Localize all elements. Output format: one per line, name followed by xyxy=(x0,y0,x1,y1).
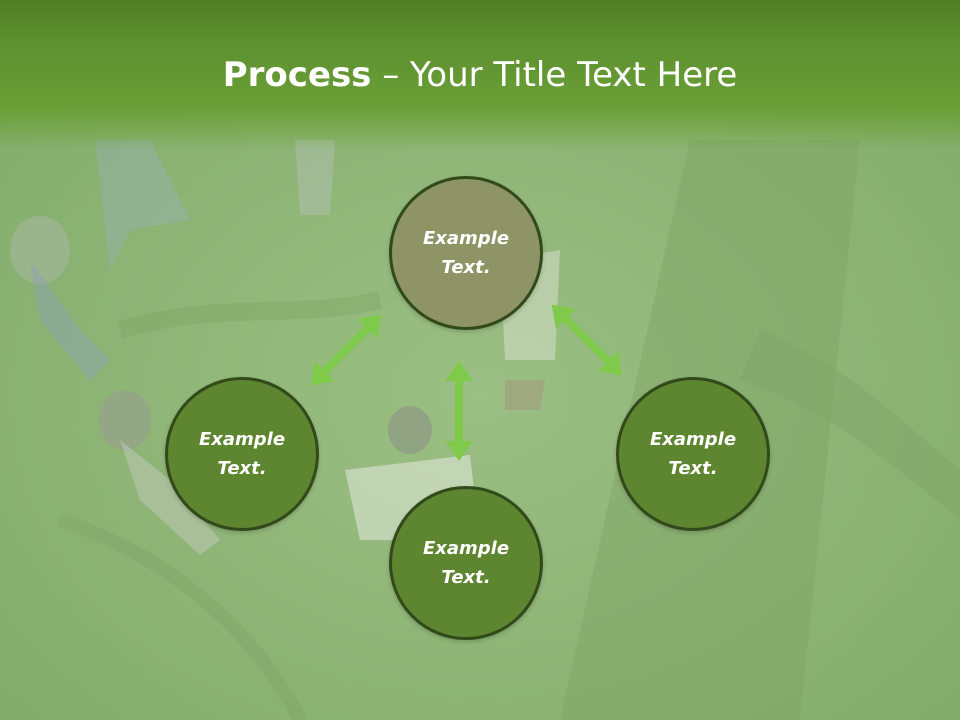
node-right-text: Example Text. xyxy=(649,429,737,479)
node-left-text: Example Text. xyxy=(198,429,286,479)
title-bold: Process xyxy=(222,55,372,95)
arrow-vertical xyxy=(445,361,473,461)
node-right: Example Text. xyxy=(616,377,770,531)
arrow-top-left xyxy=(310,314,382,386)
node-bottom-text: Example Text. xyxy=(422,538,510,588)
arrow-top-right xyxy=(551,304,623,376)
node-top-text: Example Text. xyxy=(422,228,510,278)
node-top: Example Text. xyxy=(389,176,543,330)
node-left: Example Text. xyxy=(165,377,319,531)
slide-title: Process – Your Title Text Here xyxy=(0,52,960,98)
title-rest: – Your Title Text Here xyxy=(371,55,738,95)
node-bottom: Example Text. xyxy=(389,486,543,640)
title-bar xyxy=(0,0,960,150)
